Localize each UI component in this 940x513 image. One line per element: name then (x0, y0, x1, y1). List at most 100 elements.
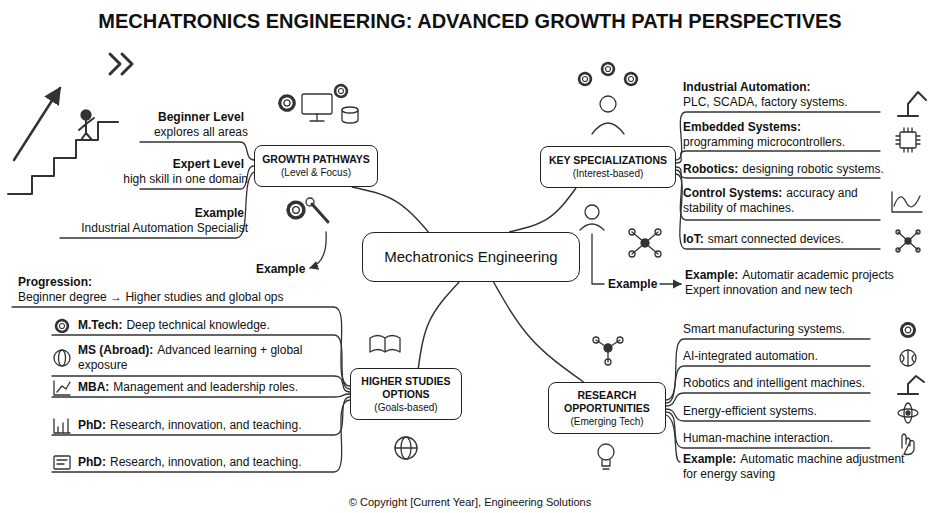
leaf-text: explores all areas (154, 125, 248, 139)
node-heading: RESEARCH OPPORTUNITIES (552, 389, 662, 415)
branch-connector (352, 187, 429, 232)
person-body (79, 118, 94, 140)
network-icon (916, 230, 920, 234)
node-subheading: (Emerging Tech) (570, 415, 643, 428)
label-row: Industrial Automation: (683, 80, 893, 95)
wrench-icon (312, 204, 328, 222)
leaf-connector (676, 170, 880, 220)
gear-icon (335, 85, 347, 97)
label-row: Example: Automatir academic projects (685, 268, 930, 283)
leaf-heading: Example: (685, 268, 738, 282)
label-row: PhD:Research, innovation, and teaching. (78, 418, 340, 433)
atom-icon (906, 411, 910, 415)
branch-connector (509, 188, 576, 232)
node-subheading: (Level & Focus) (281, 166, 351, 179)
node-heading: Mechatronics Engineering (384, 248, 557, 266)
database-icon (342, 110, 358, 123)
leaf-connector (676, 151, 880, 163)
molecule-icon (617, 337, 623, 343)
leaf-connector (676, 174, 880, 249)
hand-icon (902, 434, 914, 455)
leaf-heading: MBA: (78, 380, 109, 394)
chevron-arrows (110, 54, 132, 74)
label-row: Example:Automatic machine adjustment for… (683, 452, 908, 482)
node-heading: HIGHER STUDIES OPTIONS (354, 375, 458, 401)
hub-node: Mechatronics Engineering (362, 232, 580, 282)
label-row: IoT:smart connected devices. (683, 232, 893, 247)
branch-connector (494, 282, 584, 382)
book-icon (370, 336, 400, 353)
leaf-connector (666, 366, 870, 403)
graph-icon (892, 192, 922, 212)
leaf-text: programming microcontrollers. (683, 135, 845, 149)
leaf-heading: M.Tech: (78, 318, 122, 332)
leaf-text: Smart manufacturing systems. (683, 322, 845, 336)
gear-icon (56, 320, 68, 332)
leaf-text: Industrial Automation Specialist (81, 221, 248, 235)
wrench-icon (306, 198, 314, 206)
network-icon (898, 232, 918, 250)
leaf-text: high skill in one domain (123, 172, 248, 186)
leaf-heading: Progression: (18, 275, 92, 289)
gear-icon (579, 73, 591, 85)
leaf-heading: Robotics: (683, 162, 738, 176)
label-row: MBA:Management and leadership roles. (78, 380, 340, 395)
leaf-text: PLC, SCADA, factory systems. (683, 95, 848, 109)
label-row: Expert innovation and new tech (685, 283, 930, 298)
bulb-icon (598, 444, 614, 460)
expert-icon (580, 224, 604, 230)
leaf-heading: Expert Level (173, 157, 244, 171)
copyright-caption: © Copyright [Current Year], Engineering … (0, 496, 940, 509)
atom-icon (904, 403, 912, 423)
robot-arm-icon (898, 376, 924, 394)
leaf-text: Automatir academic projects (742, 268, 893, 282)
brain-icon (902, 350, 914, 366)
node-heading: GROWTH PATHWAYS (262, 153, 370, 166)
label-row: Control Systems:accuracy and stability o… (683, 186, 863, 216)
certificate-icon (54, 456, 70, 469)
network-icon (632, 232, 658, 254)
label-row: Beginner Level (60, 110, 248, 125)
topic-node: RESEARCH OPPORTUNITIES(Emerging Tech) (548, 382, 666, 434)
leaf-heading: PhD: (78, 418, 106, 432)
label-row: Example (608, 277, 668, 292)
network-icon (905, 238, 911, 244)
network-icon (641, 239, 649, 247)
bulb-icon (602, 460, 610, 469)
label-row: AI-integrated automation. (683, 349, 883, 364)
leaf-heading: Beginner Level (158, 110, 244, 124)
leaf-heading: Example (608, 277, 657, 291)
label-row: Robotics and intelligent machines. (683, 376, 883, 391)
label-row: Human-machine interaction. (683, 431, 883, 446)
leaf-text: Robotics and intelligent machines. (683, 376, 865, 390)
robot-arm-icon (898, 92, 926, 116)
staircase (8, 122, 118, 194)
gear-icon (288, 202, 304, 218)
person-icon (600, 96, 616, 112)
globe-icon (54, 350, 70, 366)
monitor-icon (302, 94, 332, 114)
chip-pins (896, 128, 920, 152)
leaf-text: Beginner degree → Higher studies and glo… (18, 290, 284, 304)
network-icon (629, 251, 635, 257)
chart-icon (54, 381, 70, 395)
leaf-connector (60, 172, 254, 238)
leaf-connector (52, 394, 350, 397)
leaf-heading: MS (Abroad): (78, 343, 153, 357)
label-row: Energy-efficient systems. (683, 404, 883, 419)
leaf-text: smart connected devices. (708, 232, 844, 246)
expert-icon (585, 205, 599, 219)
label-row: high skill in one domain (60, 172, 248, 187)
leaf-connector (676, 112, 880, 160)
node-subheading: (Interest-based) (573, 167, 644, 180)
example-leader (592, 234, 604, 284)
leaf-connector (52, 400, 350, 472)
leaf-heading: Example (195, 206, 244, 220)
node-subheading: (Goals-based) (374, 401, 437, 414)
database-icon (342, 107, 358, 113)
network-icon (655, 251, 661, 257)
topic-node: GROWTH PATHWAYS(Level & Focus) (254, 145, 378, 187)
leaf-text: designing robotic systems. (742, 162, 883, 176)
diagram-title: MECHATRONICS ENGINEERING: ADVANCED GROWT… (10, 9, 930, 33)
leaf-connector (12, 307, 350, 386)
